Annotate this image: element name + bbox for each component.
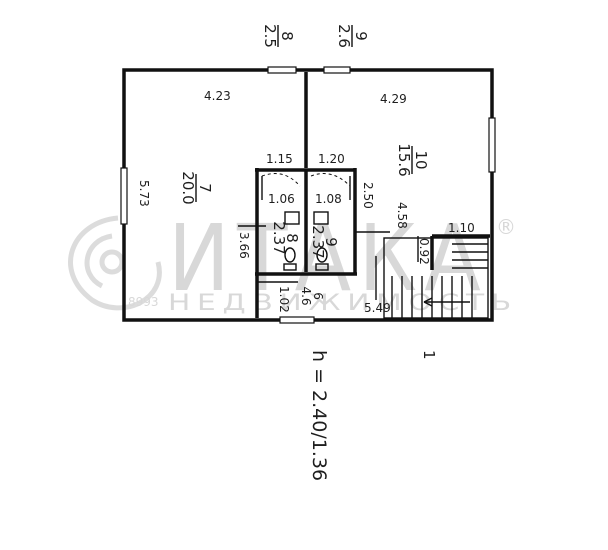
stair-outline <box>383 237 489 319</box>
room-6-label: 4.6 6 <box>299 286 325 305</box>
floor-number: 1 <box>420 350 438 360</box>
dim-5-73: 5.73 <box>137 180 151 207</box>
ext-label-9: 9 2.6 <box>335 24 370 48</box>
door-swing-wc9 <box>310 173 351 187</box>
dim-4-58: 4.58 <box>395 202 409 229</box>
dim-1-15: 1.15 <box>266 152 293 166</box>
window-bottom <box>279 316 315 324</box>
watermark-trademark: ® <box>496 215 516 239</box>
height-note: h = 2.40/1.36 <box>308 350 330 481</box>
windows <box>120 66 496 324</box>
dim-5-49: 5.49 <box>364 301 391 315</box>
room-10-label: 10 15.6 <box>395 143 430 176</box>
room-6-area: 4.6 <box>299 286 313 305</box>
window-top-left <box>267 66 297 74</box>
staircase <box>383 237 489 319</box>
door-swing-wc8 <box>261 173 301 187</box>
room-7-area: 20.0 <box>179 171 197 204</box>
toilet-wc9-icon <box>316 247 328 263</box>
room-8-area: 2.37 <box>270 221 288 254</box>
sink-wc8 <box>284 211 300 225</box>
stair-steps <box>391 243 488 318</box>
dim-4-23: 4.23 <box>204 89 231 103</box>
watermark-logo-icon <box>68 215 162 311</box>
dim-3-66: 3.66 <box>237 232 251 259</box>
dim-0-92: 0.92 <box>417 238 431 265</box>
window-right <box>488 117 496 173</box>
ext-label-8: 8 2.5 <box>261 24 296 48</box>
toilet-tank-wc8 <box>283 263 297 271</box>
window-top-right <box>323 66 351 74</box>
dim-1-02: 1.02 <box>277 286 291 313</box>
room-7-number: 7 <box>196 183 214 193</box>
room-9-label: 2.37 9 <box>309 225 340 258</box>
fixtures <box>283 211 329 271</box>
interior-walls <box>255 72 490 318</box>
dim-1-08: 1.08 <box>315 192 342 206</box>
dim-4-29: 4.29 <box>380 92 407 106</box>
dim-1-10: 1.10 <box>448 221 475 235</box>
ext-8-area: 2.5 <box>261 24 279 48</box>
doors <box>261 173 351 200</box>
room-7-label: 7 20.0 <box>179 171 214 204</box>
stair-arrow-icon <box>423 297 433 307</box>
watermark-phone: 8993 <box>128 295 159 309</box>
toilet-tank-wc9 <box>315 263 329 271</box>
room-10-area: 15.6 <box>395 143 413 176</box>
dim-1-20: 1.20 <box>318 152 345 166</box>
ext-9-number: 9 <box>352 31 370 41</box>
ext-9-area: 2.6 <box>335 24 353 48</box>
watermark: ИТАКА ® 8993 НЕДВИЖИМОСТЬ <box>68 205 518 316</box>
watermark-subtitle: НЕДВИЖИМОСТЬ <box>168 291 518 316</box>
dim-2-50: 2.50 <box>361 182 375 209</box>
room-10-number: 10 <box>412 150 430 169</box>
room-9-number: 9 <box>322 237 340 247</box>
dimension-lines <box>238 225 419 300</box>
toilet-wc8-icon <box>284 247 296 263</box>
window-left <box>120 167 128 225</box>
ext-8-number: 8 <box>278 31 296 41</box>
watermark-brand: ИТАКА <box>168 205 488 312</box>
dim-1-06: 1.06 <box>268 192 295 206</box>
room-8-number: 8 <box>283 233 301 243</box>
room-9-area: 2.37 <box>309 225 327 258</box>
room-6-number: 6 <box>311 292 325 300</box>
sink-wc9 <box>313 211 329 225</box>
room-8-label: 2.37 8 <box>270 221 301 254</box>
